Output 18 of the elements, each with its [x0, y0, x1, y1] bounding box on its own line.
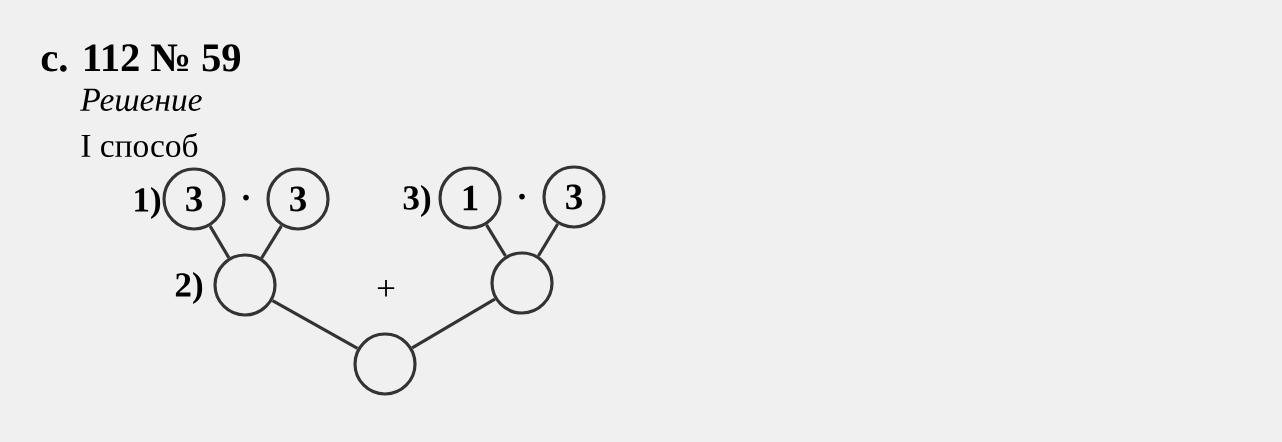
connector-line — [537, 223, 560, 257]
step-number: 2) — [175, 272, 203, 304]
plus-sign: + — [377, 280, 395, 297]
connector-line — [485, 224, 507, 257]
step-number: 1) — [135, 187, 161, 219]
connector-line — [411, 297, 496, 350]
multiplication-sign: · — [519, 193, 525, 200]
empty-circle — [213, 253, 277, 317]
empty-circle — [490, 251, 554, 315]
method-text: I способ — [81, 132, 198, 158]
connector-line — [208, 225, 231, 259]
title-text: с. 112 № 59 — [41, 44, 241, 72]
multiplication-sign: · — [243, 194, 249, 201]
connector-line — [260, 225, 283, 259]
step-number: 3) — [403, 185, 431, 217]
heading-text: Решение — [80, 88, 202, 112]
connector-line — [271, 299, 359, 350]
empty-circle — [353, 332, 417, 396]
